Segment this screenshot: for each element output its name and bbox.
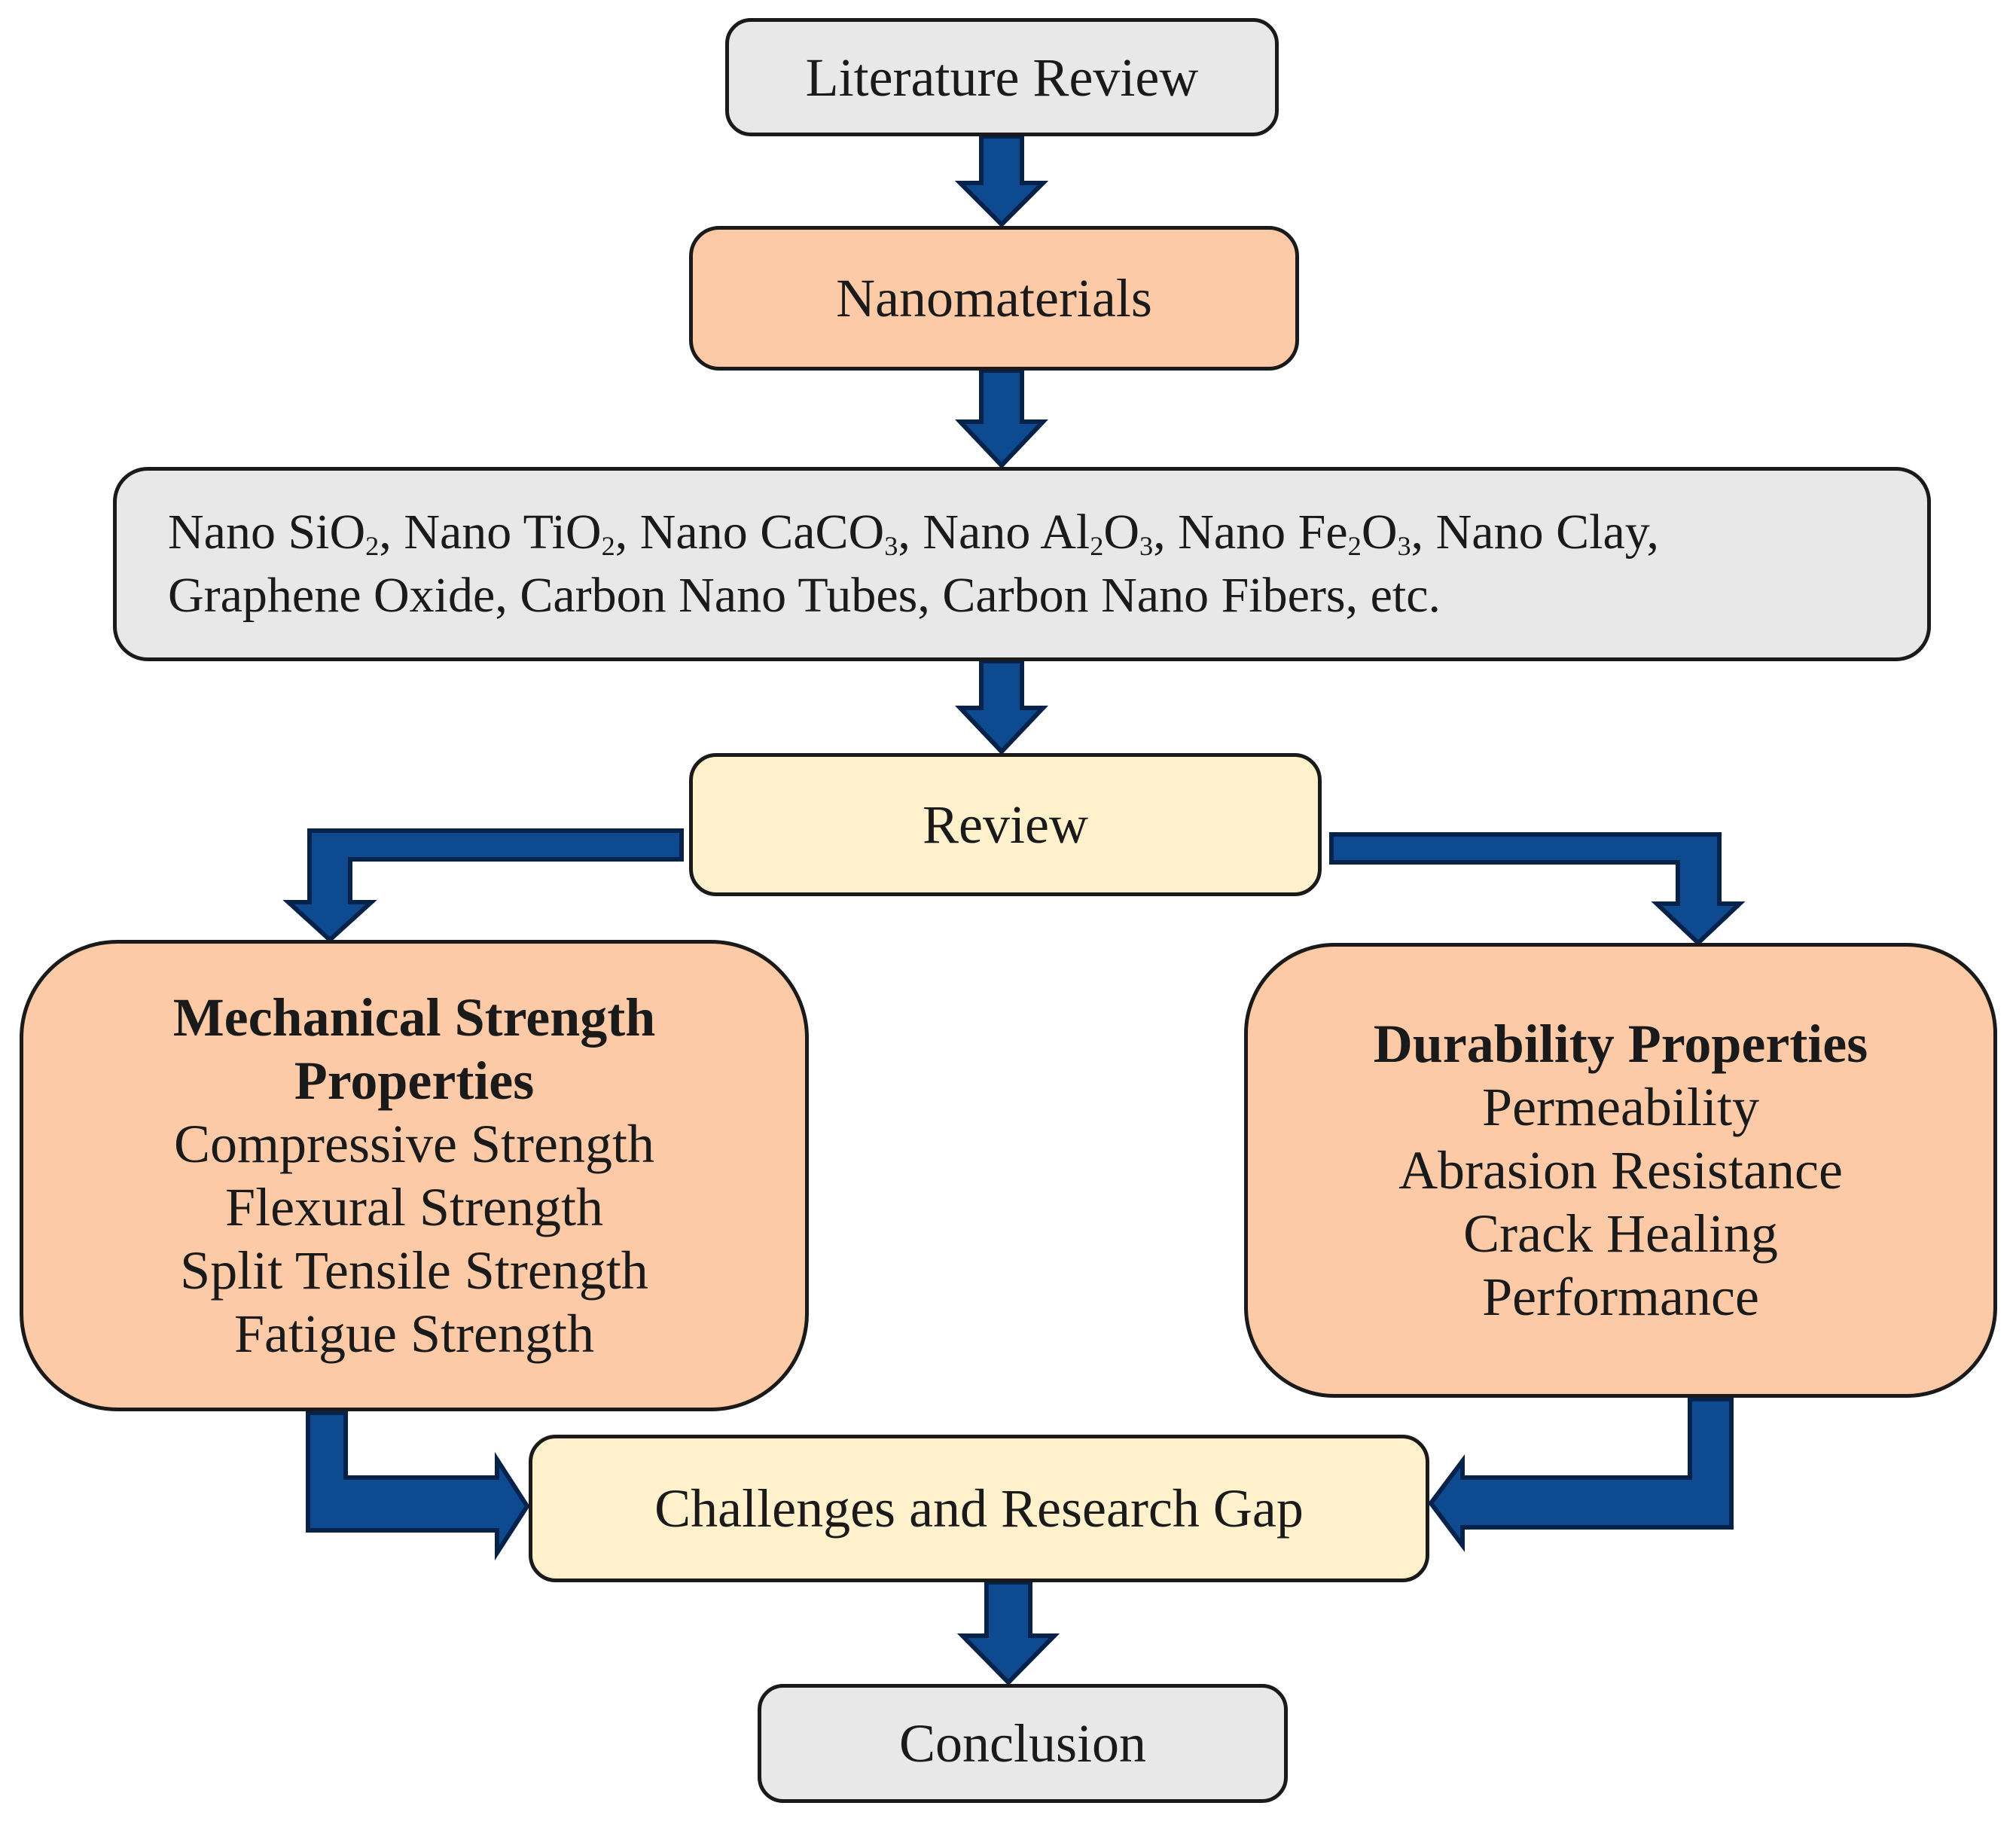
materials-line-1: Nano SiO2, Nano TiO2, Nano CaCO3, Nano A… [168, 505, 1659, 562]
node-conclusion: Conclusion [758, 1684, 1288, 1803]
node-mechanical-strength: Mechanical Strength Properties Compressi… [20, 940, 809, 1411]
mechanical-title-line-1: Mechanical Strength [172, 987, 656, 1048]
arrow-durability-to-challenges [1428, 1397, 1734, 1552]
mechanical-title-line-2: Properties [294, 1051, 535, 1111]
node-durability-properties: Durability Properties Permeability Abras… [1244, 943, 1997, 1398]
arrow-review-to-durability [1329, 832, 1746, 947]
node-conclusion-label: Conclusion [898, 1713, 1146, 1774]
materials-line-2: Graphene Oxide, Carbon Nano Tubes, Carbo… [168, 568, 1441, 623]
node-review: Review [689, 753, 1322, 896]
mechanical-item: Flexural Strength [225, 1177, 603, 1237]
node-literature-review-label: Literature Review [805, 47, 1199, 108]
arrow-nanomaterials-to-materials [955, 368, 1048, 469]
durability-item: Crack Healing [1463, 1203, 1778, 1264]
node-literature-review: Literature Review [725, 18, 1279, 136]
arrow-challenges-to-conclusion [956, 1580, 1060, 1686]
node-review-label: Review [923, 795, 1088, 855]
arrow-materials-to-review [955, 659, 1048, 755]
mechanical-item: Compressive Strength [174, 1114, 654, 1174]
node-challenges-label: Challenges and Research Gap [654, 1478, 1304, 1539]
node-nanomaterials: Nanomaterials [689, 226, 1299, 371]
arrow-literature-to-nanomaterials [954, 134, 1049, 228]
durability-item: Permeability [1482, 1077, 1759, 1137]
arrow-mechanical-to-challenges [306, 1411, 530, 1561]
durability-title: Durability Properties [1373, 1014, 1868, 1074]
arrow-review-to-mechanical [282, 828, 684, 944]
durability-item: Abrasion Resistance [1398, 1140, 1843, 1200]
mechanical-item: Fatigue Strength [234, 1304, 594, 1364]
node-challenges-research-gap: Challenges and Research Gap [529, 1435, 1429, 1582]
node-materials-list: Nano SiO2, Nano TiO2, Nano CaCO3, Nano A… [113, 467, 1931, 661]
mechanical-item: Split Tensile Strength [180, 1240, 648, 1301]
node-nanomaterials-label: Nanomaterials [836, 268, 1152, 328]
durability-item: Performance [1482, 1267, 1759, 1327]
